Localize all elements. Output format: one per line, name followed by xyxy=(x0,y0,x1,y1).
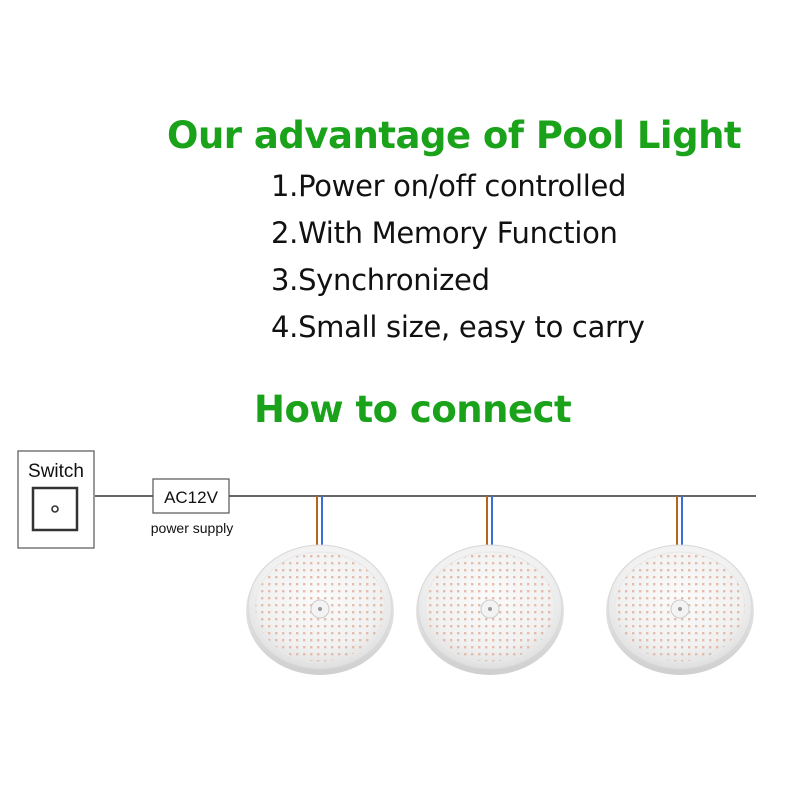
feature-item: 1.Power on/off controlled xyxy=(271,169,627,203)
connect-heading: How to connect xyxy=(254,388,572,431)
switch-button-icon xyxy=(51,505,59,513)
pool-light xyxy=(606,496,754,675)
lamp-hub-screw xyxy=(678,607,682,611)
feature-item: 3.Synchronized xyxy=(271,263,490,297)
page-title: Our advantage of Pool Light xyxy=(167,114,742,157)
pool-light xyxy=(416,496,564,675)
pool-light xyxy=(246,496,394,675)
lamp-hub-screw xyxy=(488,607,492,611)
power-supply-box xyxy=(152,478,230,514)
switch: Switch xyxy=(17,450,95,549)
feature-list: 1.Power on/off controlled 2.With Memory … xyxy=(271,166,645,354)
lamp-hub-screw xyxy=(318,607,322,611)
power-supply-label: AC12V xyxy=(164,488,219,507)
lamp-inner-ring xyxy=(254,551,386,663)
lamp-inner-ring xyxy=(424,551,556,663)
power-supply-caption: power supply xyxy=(151,520,234,536)
switch-label: Switch xyxy=(28,461,84,482)
feature-item: 2.With Memory Function xyxy=(271,216,618,250)
lamp-inner-ring xyxy=(614,551,746,663)
switch-button xyxy=(31,486,79,532)
power-supply: AC12V power supply xyxy=(151,478,234,536)
feature-item: 4.Small size, easy to carry xyxy=(271,310,645,344)
pool-lights xyxy=(246,496,754,675)
